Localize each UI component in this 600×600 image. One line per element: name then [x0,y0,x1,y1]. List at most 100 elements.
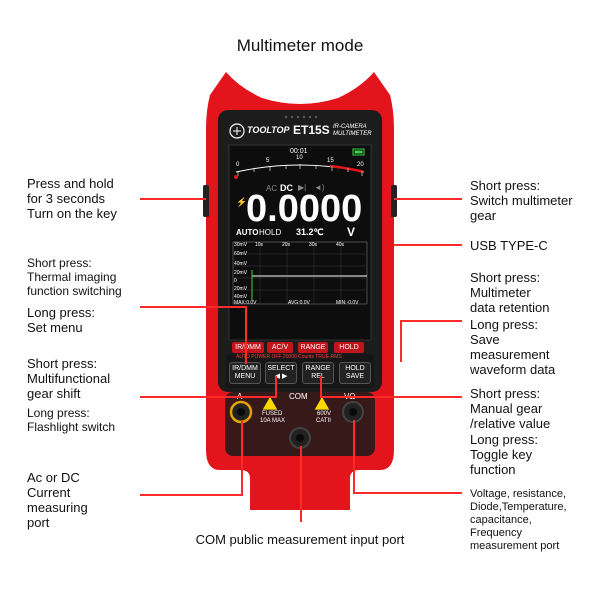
page-title: Multimeter mode [236,36,364,55]
select-button[interactable]: SELECT ◀ ▶ [265,362,297,384]
irdmm-menu-bottom: MENU [234,373,256,380]
graph-top-0: 30mV [234,242,248,248]
label-toggle-1: Long press: [470,432,538,447]
label-voltage: Voltage, resistance, Diode,Temperature, … [470,488,567,553]
screen-time: 00:01 [290,148,308,155]
irdmm-menu-top: IR/DMM [232,365,258,372]
scale-label-5: 5 [266,158,270,164]
bolt-icon: ⚡ [236,197,248,207]
leader-gear [140,396,276,398]
label-save-4: waveform data [470,362,556,377]
range-rel-bottom: REL [311,373,325,380]
label-usb-1: USB TYPE-C [470,238,548,253]
leader-com [300,446,302,522]
label-manual-1: Short press: [470,386,541,401]
label-save-3: measurement [470,347,550,362]
scale-label-15: 15 [327,158,334,164]
label-gear-2: Multifunctional [27,371,111,386]
range-rel-button[interactable]: RANGE REL [302,362,334,384]
label-manual-3: /relative value [470,416,551,431]
leader-voltage-v [353,420,355,494]
brand-logo-icon [229,123,245,139]
graph-top-3: 30s [309,242,318,248]
label-power-3: Turn on the key [27,206,117,221]
label-thermal-long-1: Long press: [27,305,95,320]
leader-thermal [140,306,246,308]
label-power-2: for 3 seconds [27,191,106,206]
status-auto: AUTO [236,228,259,237]
graph-stat-max: MAX:0.0V [234,300,257,306]
status-hold: HOLD [259,228,282,237]
fused-label-1: FUSED [262,411,283,417]
label-thermal-1: Short press: [27,256,92,270]
lcd-screen [228,144,372,341]
func-key-acv: AC/V [267,342,293,353]
leader-current-v [241,420,243,496]
feature-banner: AUTO POWER OFF 20000 Counts TRUE-RMS [236,354,342,360]
gear-side-button [391,185,397,217]
label-power: Press and hold for 3 seconds Turn on the… [27,176,117,221]
label-retention: Short press: Multimeter data retention [470,270,550,315]
label-manual: Short press: Manual gear /relative value [470,386,550,431]
hold-save-bottom: SAVE [345,373,365,380]
label-current-1: Ac or DC [27,470,80,485]
leader-gear-v [275,376,277,398]
func-key-hold: HOLD [334,342,364,353]
hold-save-button[interactable]: HOLD SAVE [339,362,371,384]
label-switch-3: gear [470,208,497,223]
label-current: Ac or DC Current measuring port [27,470,88,530]
label-voltage-5: measurement port [470,540,560,552]
label-thermal-long: Long press: Set menu [27,305,95,335]
diode-icon: ▶| [298,183,307,192]
range-rel-top: RANGE [305,365,331,372]
graph-y-5: 40mV [234,294,248,300]
label-usb: USB TYPE-C [470,238,548,253]
label-gear-1: Short press: [27,356,98,371]
label-manual-2: Manual gear [470,401,543,416]
label-save-2: Save [470,332,500,347]
power-side-button [203,185,209,217]
mode-ac: AC [266,184,278,193]
func-key-range: RANGE [298,342,328,353]
leader-retention-v [400,320,402,362]
label-thermal-2: Thermal imaging [27,270,117,284]
label-current-3: measuring [27,500,88,515]
label-voltage-4: Frequency [470,527,522,539]
label-switch-1: Short press: [470,178,541,193]
func-key-irdmm: IR/DMM [232,342,264,353]
label-retention-3: data retention [470,300,550,315]
unit-text: V [347,225,356,239]
battery-icon [352,148,365,156]
label-voltage-3: capacitance, [470,514,532,526]
graph-y-4: 20mV [234,286,248,292]
leader-usb [394,244,462,246]
leader-current [140,494,242,496]
label-save-1: Long press: [470,317,538,332]
label-gear-long-2: Flashlight switch [27,420,116,434]
cat-label-1: 600V [317,411,332,417]
irdmm-menu-button[interactable]: IR/DMM MENU [229,362,261,384]
select-top: SELECT [267,365,295,372]
label-toggle-3: function [470,462,516,477]
brand-text: TOOLTOP [247,125,290,135]
label-com-port: COM public measurement input port [195,532,405,547]
label-toggle-2: Toggle key [470,447,533,462]
graph-top-4: 40s [336,242,345,248]
fused-label-2: 10A MAX [260,418,286,424]
label-current-2: Current [27,485,71,500]
hold-save-top: HOLD [345,365,365,372]
cat-label-2: CATII [316,418,331,424]
leader-switch [394,198,462,200]
label-current-4: port [27,515,50,530]
scale-label-0: 0 [236,162,240,168]
jacks-front [229,395,364,449]
leader-manual [320,396,462,398]
graph-top-1: 10s [255,242,264,248]
main-reading: 0.0000 [246,188,363,230]
graph-top-2: 20s [282,242,291,248]
leader-manual-v [320,376,322,398]
label-gear: Short press: Multifunctional gear shift [27,356,110,401]
label-voltage-1: Voltage, resistance, [470,488,567,500]
graph-stat-avg: AVG:0.0V [288,300,310,306]
